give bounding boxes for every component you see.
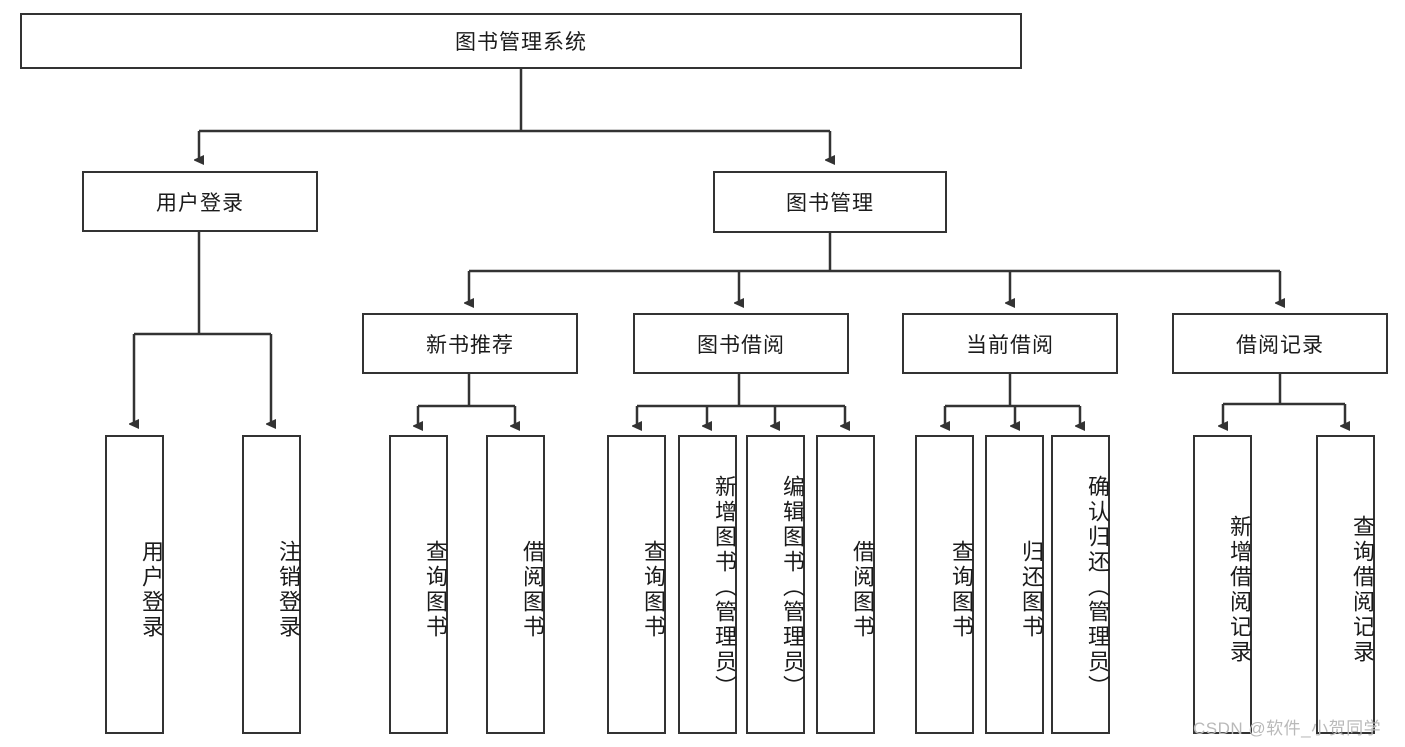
connector-bookborrow-to-leaves [637, 374, 845, 426]
node-book-borrow[interactable]: 图书借阅 [633, 313, 849, 374]
leaf-currentborrow-confirm-return[interactable]: 确认归还（管理员） [1051, 435, 1110, 734]
node-book-borrow-label: 图书借阅 [697, 333, 785, 357]
node-borrow-record-label: 借阅记录 [1236, 333, 1324, 357]
node-new-book-recommend[interactable]: 新书推荐 [362, 313, 578, 374]
watermark: CSDN @软件_小贺同学 [1193, 719, 1382, 738]
node-root-label: 图书管理系统 [455, 31, 587, 54]
node-current-borrow-label: 当前借阅 [966, 333, 1054, 357]
leaf-currentborrow-return-book-label: 归还图书 [1019, 539, 1044, 640]
node-root[interactable]: 图书管理系统 [20, 13, 1022, 69]
leaf-borrowrecord-add-record-label: 新增借阅记录 [1227, 514, 1252, 665]
node-borrow-record[interactable]: 借阅记录 [1172, 313, 1388, 374]
leaf-newbook-query-book[interactable]: 查询图书 [389, 435, 448, 734]
node-user-login[interactable]: 用户登录 [82, 171, 318, 232]
connector-borrowrecord-to-leaves [1223, 374, 1345, 426]
node-user-login-label: 用户登录 [156, 191, 244, 215]
leaf-bookborrow-edit-book[interactable]: 编辑图书（管理员） [746, 435, 805, 734]
leaf-currentborrow-return-book[interactable]: 归还图书 [985, 435, 1044, 734]
leaf-bookborrow-borrow-book[interactable]: 借阅图书 [816, 435, 875, 734]
connector-bookmgmt-to-level2 [469, 233, 1280, 303]
node-new-book-recommend-label: 新书推荐 [426, 333, 514, 357]
leaf-bookborrow-add-book[interactable]: 新增图书（管理员） [678, 435, 737, 734]
leaf-user-login-login[interactable]: 用户登录 [105, 435, 164, 734]
leaf-borrowrecord-add-record[interactable]: 新增借阅记录 [1193, 435, 1252, 734]
node-current-borrow[interactable]: 当前借阅 [902, 313, 1118, 374]
node-book-management-label: 图书管理 [786, 192, 874, 215]
leaf-bookborrow-query-book-label: 查询图书 [641, 539, 666, 640]
leaf-currentborrow-query-book[interactable]: 查询图书 [915, 435, 974, 734]
connector-newbook-to-leaves [418, 374, 515, 426]
leaf-borrowrecord-query-record[interactable]: 查询借阅记录 [1316, 435, 1375, 734]
leaf-user-login-logout[interactable]: 注销登录 [242, 435, 301, 734]
leaf-bookborrow-edit-book-label: 编辑图书（管理员） [780, 475, 805, 700]
leaf-currentborrow-query-book-label: 查询图书 [949, 539, 974, 640]
leaf-borrowrecord-query-record-label: 查询借阅记录 [1350, 514, 1375, 665]
leaf-currentborrow-confirm-return-label: 确认归还（管理员） [1085, 475, 1110, 700]
leaf-newbook-borrow-book-label: 借阅图书 [520, 539, 545, 640]
leaf-bookborrow-add-book-label: 新增图书（管理员） [712, 475, 737, 700]
connector-userlogin-to-leaves [134, 232, 271, 424]
leaf-user-login-login-label: 用户登录 [139, 539, 164, 640]
leaf-user-login-logout-label: 注销登录 [276, 539, 301, 640]
node-book-management[interactable]: 图书管理 [713, 171, 947, 233]
leaf-bookborrow-query-book[interactable]: 查询图书 [607, 435, 666, 734]
leaf-newbook-query-book-label: 查询图书 [423, 539, 448, 640]
leaf-newbook-borrow-book[interactable]: 借阅图书 [486, 435, 545, 734]
connector-currentborrow-to-leaves [945, 374, 1080, 426]
leaf-bookborrow-borrow-book-label: 借阅图书 [850, 539, 875, 640]
connector-root-to-level1 [199, 69, 830, 160]
